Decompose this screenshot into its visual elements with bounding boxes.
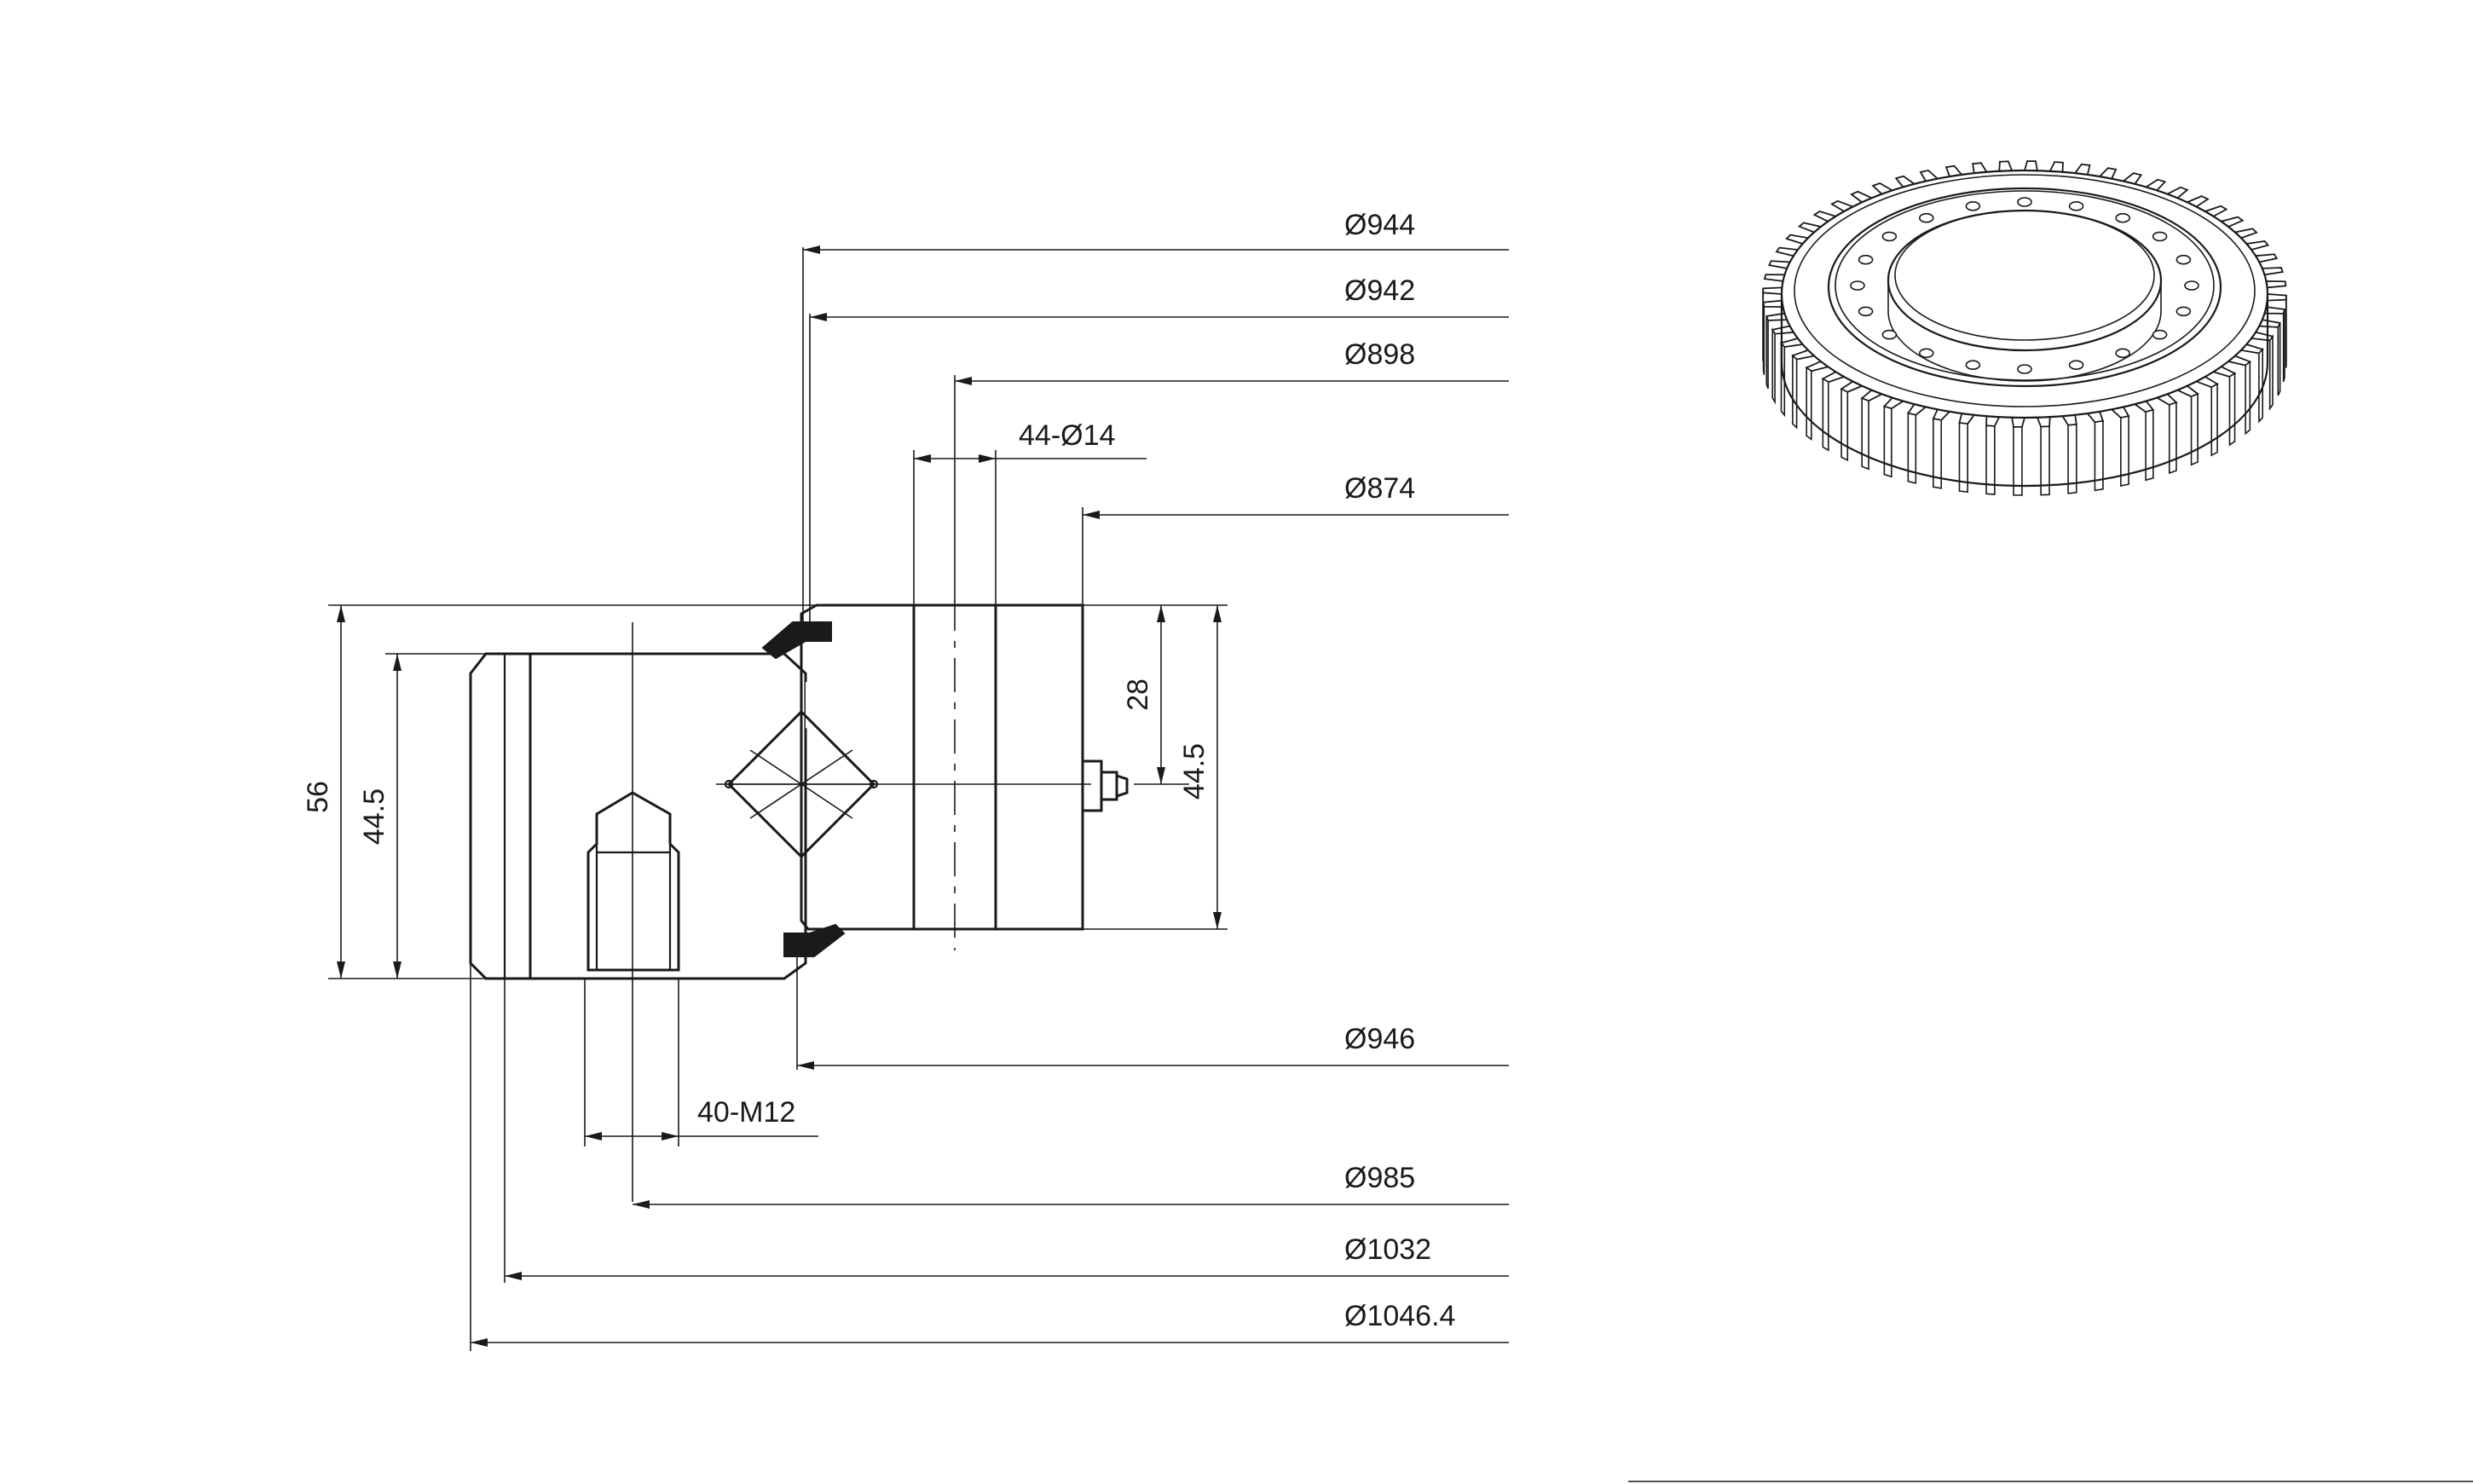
gear-tooth-side (2145, 408, 2154, 482)
dim-total-height-label: 56 (302, 781, 334, 813)
gear-tooth-side (2210, 383, 2218, 457)
gear-tooth-side (1806, 366, 1812, 442)
inner-ring-section (800, 597, 1084, 950)
gear-tooth (1765, 312, 1788, 321)
gear-tooth (2203, 205, 2228, 217)
gear-tooth-side (2168, 401, 2177, 475)
dim-d898-label: Ø898 (1344, 338, 1415, 371)
dim-d944-label: Ø944 (1344, 209, 1415, 241)
gear-tooth (1850, 190, 1874, 204)
bolt-hole (1965, 201, 1981, 211)
gear-tooth (2261, 267, 2284, 276)
gear-tooth (2219, 216, 2245, 228)
dim-d942-label: Ø942 (1344, 274, 1415, 307)
gear-tooth (1763, 274, 1786, 282)
height-dimensions: 56 44.5 28 44.5 (302, 604, 1228, 979)
bolt-hole (2175, 306, 2192, 317)
gear-tooth (1762, 299, 1784, 309)
gear-tooth-side (1907, 412, 1917, 484)
gear-tooth (2165, 186, 2189, 199)
gear-tooth-side (1792, 354, 1798, 430)
bolt-hole (1881, 329, 1898, 340)
bolt-hole (1850, 280, 1865, 291)
dim-d874-label: Ø874 (1344, 472, 1415, 505)
bolt-hole (2152, 231, 2168, 242)
gear-tooth-side (1861, 397, 1869, 471)
gear-tooth (2266, 293, 2287, 302)
gear-tooth (1871, 182, 1894, 195)
gear-tooth-side (1933, 418, 1943, 489)
bolt-hole (2184, 280, 2199, 291)
gear-tooth-side (1958, 422, 1968, 494)
bottom-seal (783, 923, 846, 957)
gear-tooth (1812, 211, 1838, 222)
gear-tooth-side (2094, 419, 2104, 492)
gear-tooth (2233, 228, 2258, 240)
gear-tooth-side (2277, 322, 2281, 396)
grease-nipple (1081, 759, 1129, 812)
gear-tooth-side (1822, 377, 1829, 452)
bolt-hole (2017, 197, 2032, 207)
bolt-hole (2115, 348, 2130, 359)
dim-d946-label: Ø946 (1344, 1023, 1415, 1055)
dim-d985-label: Ø985 (1344, 1162, 1415, 1194)
dim-d1032-label: Ø1032 (1344, 1233, 1431, 1266)
bolt-hole (2175, 254, 2192, 265)
gear-tooth-side (2040, 425, 2050, 496)
gear-tooth (2011, 416, 2026, 428)
gear-tooth (2023, 160, 2038, 172)
diameter-dimensions: Ø944 Ø942 Ø898 44-Ø14 Ø874 Ø946 40-M12 Ø… (470, 209, 1509, 1351)
bolt-hole (2068, 201, 2084, 211)
gear-tooth (2265, 280, 2287, 289)
gear-tooth (2036, 416, 2051, 428)
bolt-hole (2115, 212, 2130, 223)
gear-tooth-side (2258, 347, 2263, 424)
bolt-hole (1858, 306, 1874, 317)
gear-tooth (1998, 160, 2014, 172)
bolt-hole (1881, 231, 1898, 242)
gear-tooth-side (1771, 326, 1776, 405)
bolt-hole (2068, 360, 2084, 370)
dim-inner-height-label: 44.5 (1178, 743, 1210, 800)
gear-tooth-side (2282, 309, 2285, 383)
bolt-hole (2017, 364, 2032, 374)
gear-tooth (1830, 199, 1855, 213)
gear-tooth-side (2013, 426, 2023, 496)
gear-tooth (1762, 286, 1783, 295)
gear-tooth-side (2067, 424, 2077, 494)
tapped-hole (586, 791, 680, 972)
dim-thread-label: 40-M12 (697, 1096, 795, 1129)
dim-d1046-label: Ø1046.4 (1344, 1300, 1455, 1332)
bolt-holes (1850, 197, 2199, 374)
bolt-hole (1919, 212, 1934, 223)
gear-tooth-side (2120, 415, 2129, 488)
gear-tooth-side (2245, 360, 2251, 436)
bolt-hole (2152, 329, 2168, 340)
bolt-hole (1919, 348, 1934, 359)
dim-outer-height-label: 44.5 (358, 788, 390, 845)
cross-section (469, 597, 1129, 1202)
dim-hole-depth-label: 28 (1122, 678, 1154, 711)
gear-tooth (1797, 222, 1823, 234)
top-seal (761, 621, 832, 660)
isometric-bearing-view (1762, 160, 2287, 496)
dim-holes-label: 44-Ø14 (1019, 419, 1115, 452)
gear-tooth-side (2228, 372, 2236, 447)
bolt-hole (1858, 254, 1874, 265)
gear-tooth-side (1985, 424, 1996, 495)
gear-tooth-side (1840, 388, 1849, 462)
gear-tooth-side (1883, 405, 1892, 478)
gear-tooth-side (1765, 315, 1769, 390)
gear-tooth-side (2190, 392, 2199, 466)
gear-tooth (2185, 195, 2210, 208)
outer-ring-section (469, 652, 852, 980)
gear-tooth-side (2268, 334, 2274, 411)
bolt-hole (1965, 360, 1981, 370)
